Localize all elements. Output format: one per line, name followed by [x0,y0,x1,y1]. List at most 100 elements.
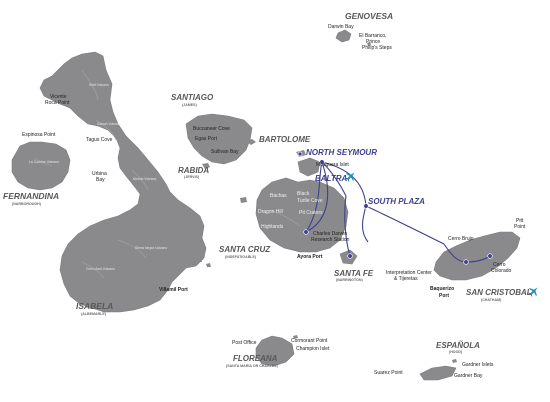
volcano-label-la-cumbre: La Cumbre Volcano [29,160,59,164]
island-label-espanola: ESPAÑOLA [436,341,480,350]
route-line-4 [344,195,351,257]
island-baltra [297,157,321,177]
site-label-cdrs-2: Research Station [311,237,350,243]
route-stop-dot [297,151,303,157]
site-label-tagus-cove: Tagus Cove [86,137,113,143]
island-genovesa [335,29,352,43]
site-label-el-barranco: El Barranco, [359,33,387,39]
island-rabida [202,163,210,169]
site-label-gardner-islets: Gardner Islets [462,362,494,368]
island-wolf-darwin-islet [367,42,371,46]
island-alt-floreana: (SANTA MARIA OR CHARLES) [226,364,279,368]
site-label-champion-islet: Champion Islet [296,346,330,352]
island-bartolome [246,139,256,145]
island-label-south-plaza: SOUTH PLAZA [368,197,425,206]
site-label-bachas: Bachas [270,193,287,199]
site-label-cdrs-1: Charles Darwin [313,231,347,237]
site-label-cerro-brujo: Cerro Brujo [448,236,474,242]
volcano-label-alcedo: Alcedo Volcano [133,177,156,181]
cruise-route [297,151,493,265]
island-gardner-islet [452,359,457,363]
island-isabela [39,51,207,313]
site-label-baquerizo-port-2: Port [439,293,449,299]
island-espanola [419,365,457,381]
volcano-label-wolf: Wolf Volcano [89,83,109,87]
site-label-prince-philips-2: Philip's Steps [362,45,392,51]
island-label-genovesa: GENOVESA [345,11,393,21]
island-label-santiago: SANTIAGO [171,93,214,102]
island-label-san-cristobal: SAN CRISTOBAL [466,288,532,297]
island-label-fernandina: FERNANDINA [3,191,59,201]
site-label-villamil-port: Villamil Port [159,287,188,293]
route-stop-dot [487,253,493,259]
site-label-baquerizo-port-1: Baquerizo [430,286,454,292]
islet-1 [196,257,202,262]
island-floreana [255,335,295,367]
site-label-buccaneer-cove: Buccaneer Cove [193,126,230,132]
terrain-ridges [33,69,301,279]
route-stop-dot [347,253,353,259]
site-label-vicente-roca-2: Roca Point [45,100,70,106]
island-alt-rabida: (JERVIS) [184,175,200,179]
site-label-pitt-point-2: Point [514,224,526,230]
island-alt-santa-fe: (BARRINGTON) [336,278,363,282]
site-label-highlands: Highlands [261,224,284,230]
island-alt-espanola: (HOOD) [449,350,463,354]
island-pinzon [240,197,247,203]
island-fernandina [11,141,71,191]
site-label-darwin-bay: Darwin Bay [328,24,354,30]
island-label-bartolome: BARTOLOME [259,135,311,144]
island-label-baltra: BALTRA [315,174,348,183]
island-label-santa-cruz: SANTA CRUZ [219,245,271,254]
route-stop-dot [463,259,469,265]
route-line-5 [305,161,329,233]
site-label-prince-philips-1: Prince [366,39,380,45]
route-line-3 [361,205,369,243]
site-label-pitt-point-1: Pitt [516,218,524,224]
route-stop-dot [363,203,369,209]
site-label-egas-port: Egas Port [195,136,218,142]
island-santiago [185,113,253,165]
island-alt-isabela: (ALBEMARLE) [81,312,107,316]
island-label-isabela: ISABELA [76,301,113,311]
island-label-santa-fe: SANTA FE [334,269,374,278]
route-stop-dot [303,229,309,235]
volcano-label-cerro-azul: Cerro Azul Volcano [86,267,115,271]
airplane-icon [345,172,355,182]
route-stop-dot [319,159,325,165]
site-label-dragon-hill: Dragon Hill [258,209,283,215]
island-label-floreana: FLOREANA [233,354,278,363]
site-label-pit-craters: Pit Craters [299,210,323,216]
islet-2 [206,263,211,267]
island-alt-santa-cruz: (INDEFATIGABLE) [225,255,257,259]
site-label-post-office: Post Office [232,340,257,346]
site-label-black-turtle-2: Turtle Cove [297,198,323,204]
volcano-label-sierra-negra: Sierra Negra Volcano [135,246,167,250]
site-label-mosquera-islet: Mosquera Islet [316,162,349,168]
site-label-urbina-bay-2: Bay [96,177,105,183]
route-line-1 [305,161,323,233]
site-label-black-turtle-1: Black [297,191,310,197]
site-label-sullivan-bay: Sullivan Bay [211,149,239,155]
site-label-interpretation-center-1: Interpretation Center [386,270,432,276]
island-alt-san-cristobal: (CHATHAM) [481,298,502,302]
island-san-cristobal [433,231,521,281]
route-line-6 [365,205,445,245]
site-label-cerro-colorado-1: Cerro [493,262,506,268]
airplane-icon [528,287,538,297]
site-label-vicente-roca-1: Vicente [50,94,67,100]
island-label-north-seymour: NORTH SEYMOUR [306,148,377,157]
site-label-urbina-bay-1: Urbina [92,171,107,177]
landmasses [11,29,521,381]
site-label-interpretation-center-2: & Tijeretas [394,276,418,282]
route-line-9 [321,161,347,197]
site-label-cormorant-point: Cormorant Point [291,338,328,344]
island-alt-fernandina: (NARBOROUGH) [12,202,42,206]
site-label-cerro-colorado-2: Colorado [491,268,512,274]
site-label-suarez-point: Suarez Point [374,370,403,376]
volcano-label-darwin: Darwin Volcano [97,122,121,126]
site-label-gardner-bay: Gardner Bay [454,373,483,379]
island-santa-cruz [255,177,349,253]
site-label-ayora-port: Ayora Port [297,254,323,260]
